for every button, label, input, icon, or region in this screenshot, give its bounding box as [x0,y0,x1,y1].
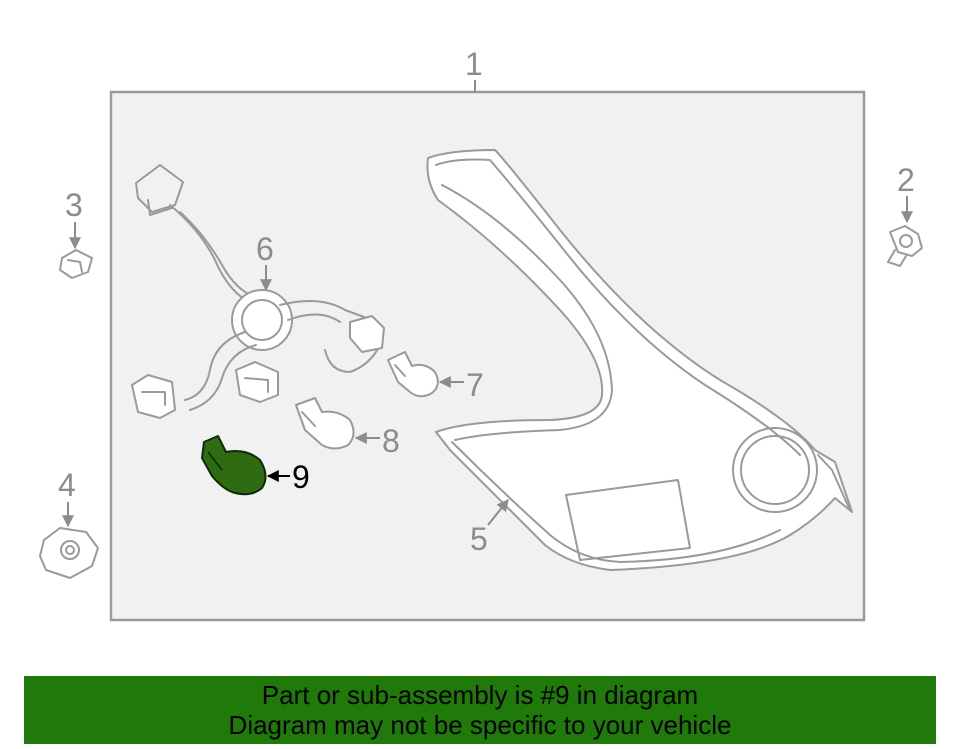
parts-diagram: 1 5 6 7 [39,46,923,622]
bulb-9-highlighted[interactable] [201,435,267,496]
callout-8[interactable]: 8 [382,423,400,459]
retainer-4[interactable] [39,527,99,579]
callout-1[interactable]: 1 [465,46,483,82]
leader-5 [487,499,509,526]
callout-4[interactable]: 4 [58,467,76,503]
callout-5[interactable]: 5 [470,521,488,557]
callout-3[interactable]: 3 [65,187,83,223]
clip-3[interactable] [59,249,93,279]
callout-2[interactable]: 2 [897,162,915,198]
info-banner: Part or sub-assembly is #9 in diagram Di… [24,676,936,744]
callout-6[interactable]: 6 [256,231,274,267]
bulb-7[interactable] [387,351,439,398]
banner-line-2: Diagram may not be specific to your vehi… [228,710,732,740]
bulb-8[interactable] [295,397,355,450]
banner-line-1: Part or sub-assembly is #9 in diagram [261,680,699,710]
tail-lamp-housing[interactable] [426,149,853,571]
callout-9[interactable]: 9 [292,459,310,495]
screw-2[interactable] [887,225,923,267]
callout-7[interactable]: 7 [466,367,484,403]
